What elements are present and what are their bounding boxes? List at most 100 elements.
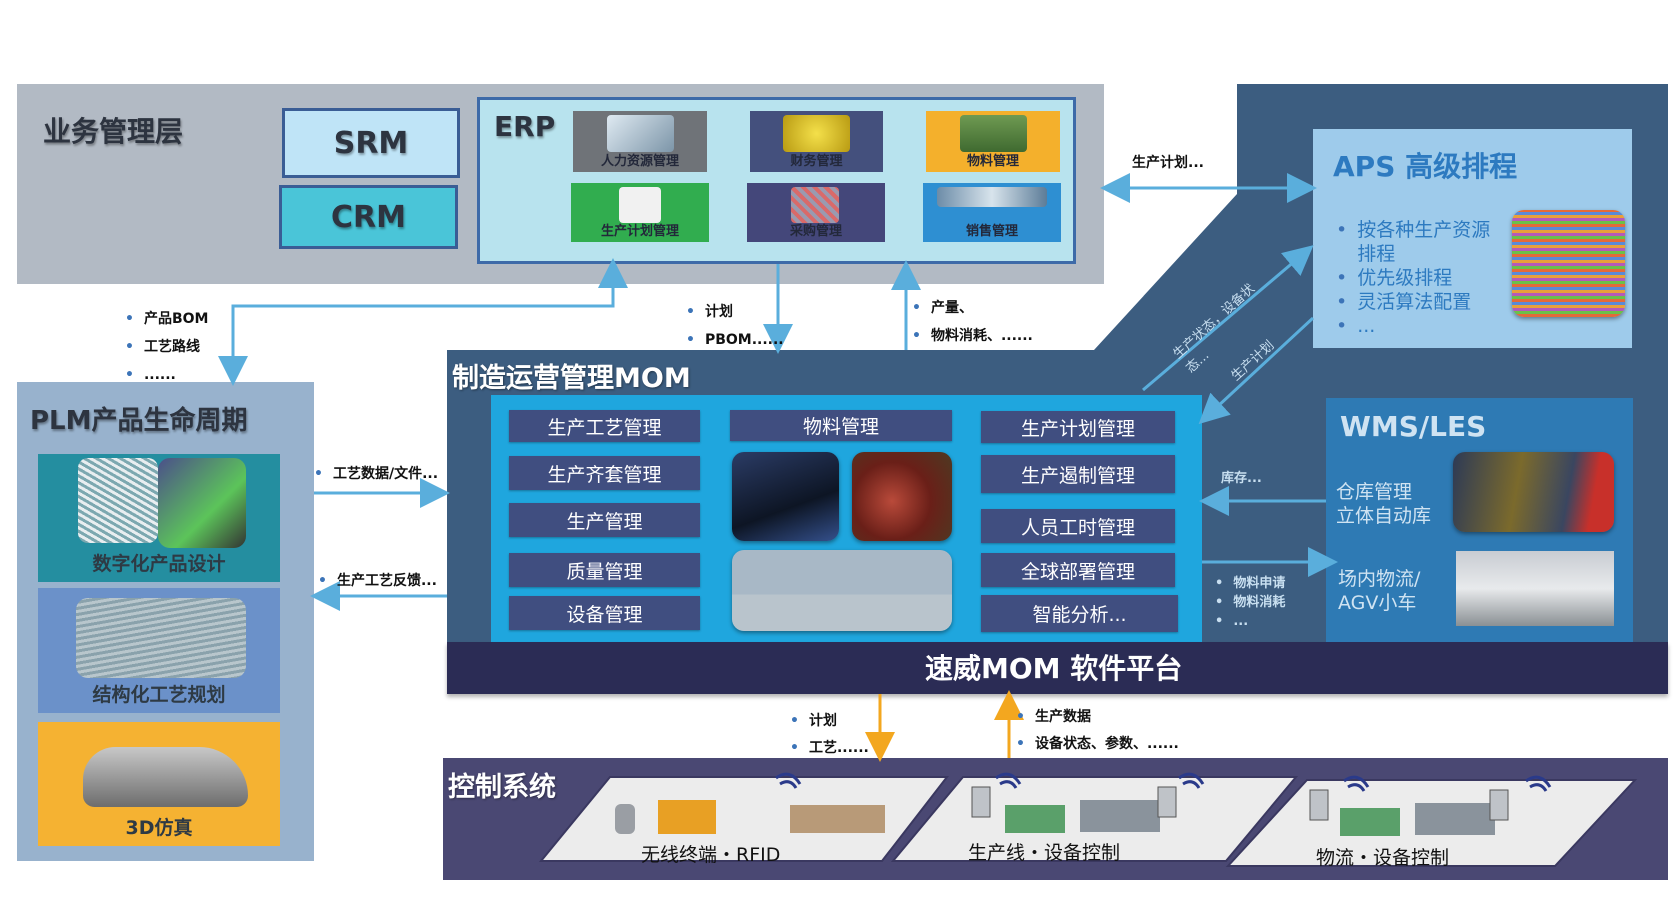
machine-icon [1340,808,1400,836]
erp-module-label: 采购管理 [789,224,842,239]
process-plan-image [76,598,246,678]
dashboard-image [732,550,952,631]
gantt-chart-image [1512,210,1625,317]
aps-bullets: •按各种生产资源排程 •优先级排程 •灵活算法配置 •... [1336,218,1506,338]
server-icon [1309,789,1329,821]
business-layer-title: 业务管理层 [43,115,184,148]
wms-title: WMS/LES [1340,410,1487,443]
mom-to-control-labels: •计划 •工艺...... [790,713,869,756]
link-label: ... [1233,614,1249,629]
wms-warehouse-line: 立体自动库 [1336,505,1432,527]
mom-module-plan[interactable]: 生产计划管理 [981,411,1175,443]
mom-to-erp-labels: •产量、 •物料消耗、...... [912,300,1033,344]
plm-title: PLM产品生命周期 [30,406,248,436]
sales-image [936,186,1048,208]
erp-module-label: 物料管理 [966,154,1019,169]
mom-module-quality[interactable]: 质量管理 [509,553,700,587]
forklift-icon [658,800,716,834]
erp-module-label: 销售管理 [965,224,1018,239]
crm-box[interactable]: CRM [279,185,458,249]
wms-to-mom-label: 库存... [1221,471,1262,486]
aps-title: APS 高级排程 [1333,150,1518,183]
control-system-title: 控制系统 [448,772,556,803]
erp-module-label: 人力资源管理 [600,154,679,169]
link-label: 物料消耗 [1233,595,1286,610]
mom-module-kitting[interactable]: 生产齐套管理 [509,456,700,490]
zone-label: 无线终端・RFID [641,844,781,866]
mom-to-wms-labels: •物料申请 •物料消耗 •... [1215,576,1286,629]
erp-module-material[interactable]: 物料管理 [926,111,1060,172]
link-label: 生产数据 [1034,709,1091,725]
wms-logistics-line: AGV小车 [1338,592,1417,614]
link-label: ...... [143,367,176,383]
erp-plm-labels: •产品BOM •工艺路线 •...... [125,311,209,383]
erp-module-sales[interactable]: 销售管理 [923,183,1061,242]
zone-label: 物流・设备控制 [1316,847,1450,869]
wifi-icon [775,772,1552,792]
aps-bullet: 灵活算法配置 [1357,291,1472,313]
mom-module-production[interactable]: 生产管理 [509,503,700,537]
conveyor-icon [1080,800,1160,832]
erp-module-label: 生产计划管理 [600,224,679,239]
mom-module-global-deploy[interactable]: 全球部署管理 [981,553,1175,587]
link-label: 物料申请 [1233,576,1286,591]
link-label: 工艺数据/文件... [332,466,439,482]
link-label: 物料消耗、...... [930,328,1033,344]
link-label: 工艺路线 [143,339,200,355]
shopping-cart-icon [791,186,840,224]
mom-module-material[interactable]: 物料管理 [730,410,952,441]
plm-tile-label: 3D仿真 [125,817,193,839]
erp-to-mom-labels: •计划 •PBOM...... [686,304,784,348]
mom-module-analytics[interactable]: 智能分析... [981,595,1178,632]
control-to-mom-labels: •生产数据 •设备状态、参数、...... [1016,709,1179,752]
link-label: PBOM...... [704,332,784,348]
erp-module-label: 财务管理 [790,154,843,169]
plm-tile-digital-design[interactable]: 数字化产品设计 [38,454,280,582]
pallet-boxes-icon [790,805,885,833]
link-label: 生产工艺反馈... [336,573,437,589]
aps-bullet: 按各种生产资源排程 [1357,219,1491,265]
machine-icon [1005,805,1065,833]
erp-module-purchase[interactable]: 采购管理 [747,183,885,242]
server-icon [1157,786,1177,818]
link-label: 设备状态、参数、...... [1034,736,1179,752]
mom-module-labor-hours[interactable]: 人员工时管理 [981,509,1175,543]
zone-wireless[interactable] [538,776,950,862]
link-label: 产品BOM [143,311,209,327]
zone-label: 生产线・设备控制 [968,842,1121,864]
aps-bullet: 优先级排程 [1357,267,1453,289]
warehouse-image [1453,452,1614,532]
wms-warehouse-line: 仓库管理 [1336,481,1413,503]
mom-module-equipment[interactable]: 设备管理 [509,596,700,630]
wms-logistics-text: 场内物流/ AGV小车 [1338,567,1420,615]
people-image [606,114,674,153]
agv-image [1456,551,1614,626]
handheld-terminal-icon [615,804,635,834]
money-bag-icon [783,114,850,153]
server-icon [1489,789,1509,821]
car-image [83,747,248,807]
conveyor-icon [1415,803,1495,835]
erp-module-finance[interactable]: 财务管理 [750,111,883,172]
link-label: 计划 [704,304,733,320]
link-label: 工艺...... [808,740,869,756]
platform-bar [447,642,1668,694]
boxes-icon [959,114,1027,153]
plm-tile-3d-simulation[interactable]: 3D仿真 [38,722,280,846]
srm-box[interactable]: SRM [282,108,460,178]
arrow-aps-to-mom [1198,316,1315,425]
erp-module-production-plan[interactable]: 生产计划管理 [571,183,709,242]
aps-bullet: ... [1357,315,1376,337]
cad-image [78,458,158,543]
wms-logistics-line: 场内物流/ [1338,568,1421,590]
erp-title: ERP [494,110,556,143]
mom-module-process[interactable]: 生产工艺管理 [509,410,700,442]
erp-module-hr[interactable]: 人力资源管理 [573,111,707,172]
factory-worker-image [732,452,839,541]
mom-module-containment[interactable]: 生产遏制管理 [981,455,1175,493]
platform-title: 速威MOM 软件平台 [925,652,1183,685]
plm-tile-process-planning[interactable]: 结构化工艺规划 [38,588,280,713]
